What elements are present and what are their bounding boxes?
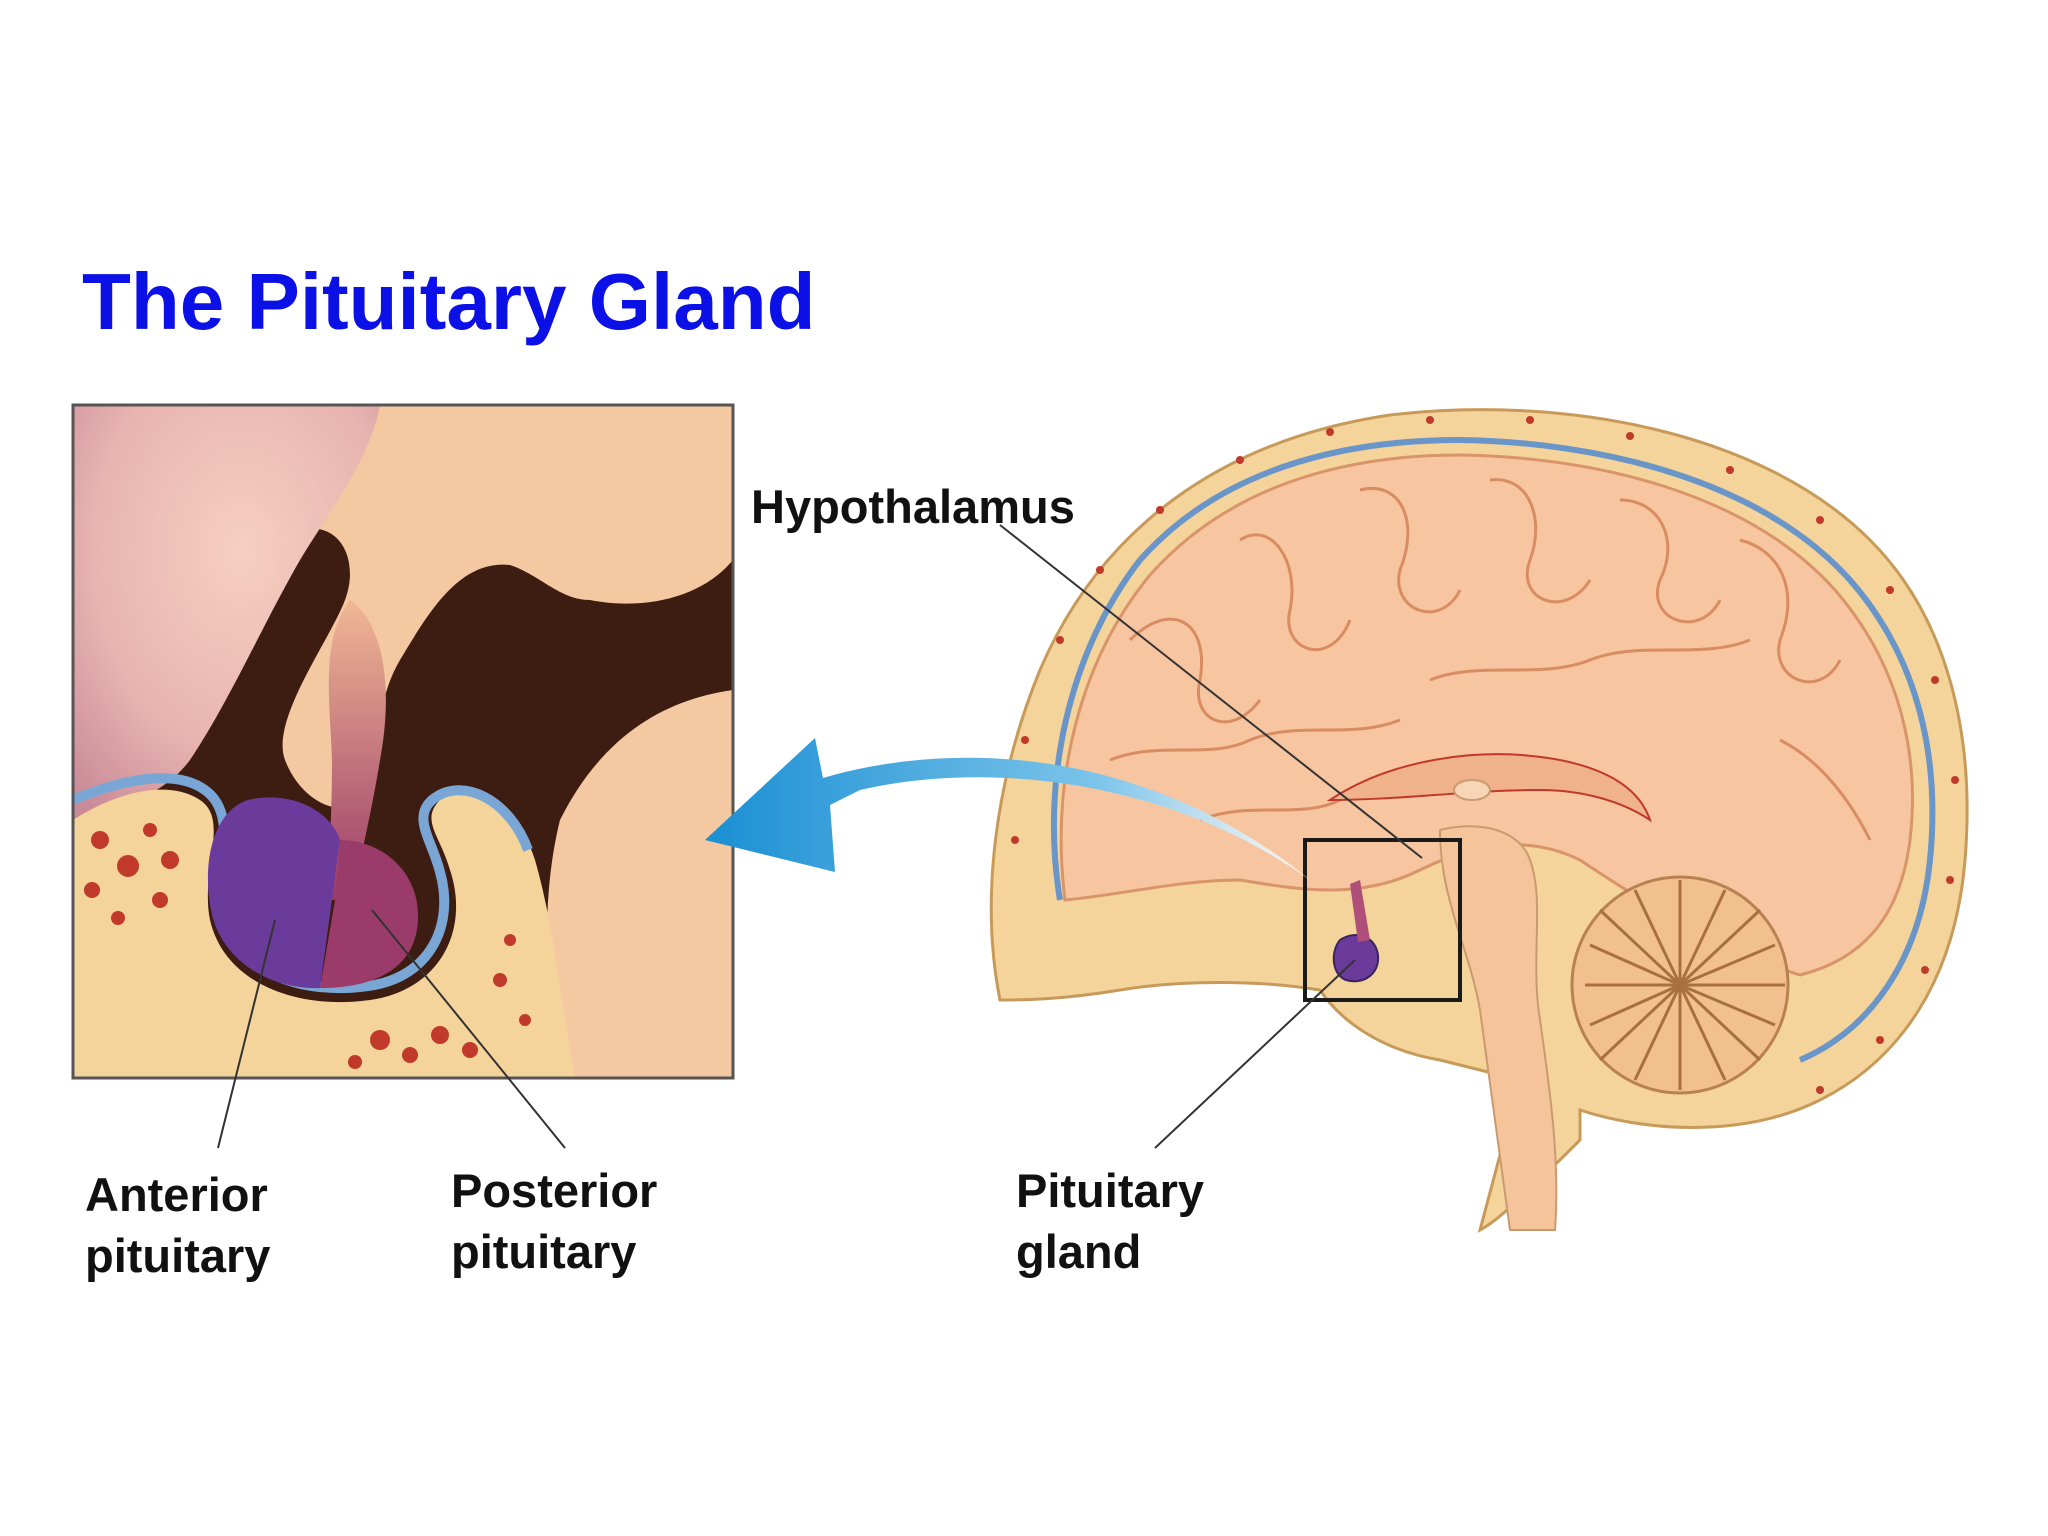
label-anterior-pituitary: Anterior pituitary: [85, 1164, 270, 1286]
inset-anterior-lobe: [207, 797, 340, 989]
anterior-pituitary-leader: [217, 919, 276, 1149]
inset-membrane: [73, 773, 533, 994]
label-posterior-line1: Posterior: [451, 1164, 658, 1217]
inset-frame: [71, 403, 735, 1080]
pituitary-gland-leader: [1154, 959, 1356, 1149]
label-hypothalamus-text: Hypothalamus: [751, 480, 1075, 533]
page-title: The Pituitary Gland: [82, 257, 816, 346]
label-gland-line1: Pituitary: [1016, 1164, 1205, 1217]
skull-marrow-dots: [1011, 416, 1959, 1094]
label-posterior-pituitary: Posterior pituitary: [451, 1160, 657, 1282]
hypothalamus-leader: [999, 524, 1423, 859]
inset-posterior-lobe: [320, 840, 419, 988]
label-pituitary-gland: Pituitary gland: [1016, 1160, 1204, 1282]
thalamus: [1453, 779, 1491, 801]
cerebellum: [1570, 875, 1790, 1095]
zoom-arrow: [705, 738, 1310, 880]
posterior-pituitary-leader: [371, 909, 566, 1149]
meninges-line: [1050, 436, 1936, 1063]
inset-bone-marrow-dots: [84, 823, 531, 1069]
label-hypothalamus: Hypothalamus: [751, 476, 1075, 537]
inset-infundibulum: [326, 600, 386, 900]
label-anterior-line1: Anterior: [85, 1168, 268, 1221]
infundibulum-mini: [1350, 880, 1370, 942]
cerebrum-gyri: [1109, 478, 1872, 841]
label-anterior-line2: pituitary: [85, 1229, 271, 1282]
leader-lines: [217, 524, 1423, 1149]
inset-brainstem: [546, 690, 733, 1078]
cerebrum: [1059, 453, 1914, 977]
zoom-box: [1303, 838, 1462, 1002]
brain-sagittal-view: [989, 408, 1969, 1233]
inset-bulb-structure: [73, 405, 380, 820]
label-posterior-line2: pituitary: [451, 1225, 637, 1278]
inset-zoom-view: [73, 405, 733, 1078]
label-gland-line2: gland: [1016, 1225, 1142, 1278]
brainstem: [1438, 825, 1558, 1231]
